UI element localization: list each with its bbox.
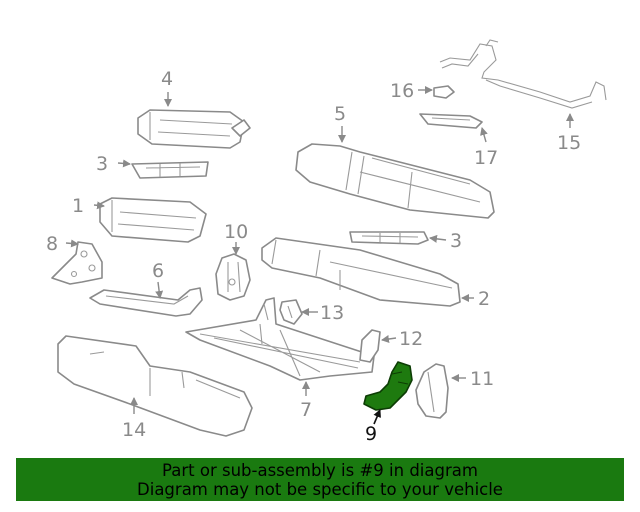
callout-13: 13 [320, 302, 344, 324]
callout-4: 4 [161, 68, 173, 90]
callout-labels: 4 3 1 8 6 10 5 3 2 13 12 7 11 14 15 16 1… [46, 68, 581, 445]
callout-9: 9 [365, 423, 377, 445]
part-7-seat-frame [185, 297, 375, 381]
part-10-hinge-bracket [215, 253, 251, 301]
part-3-clip-upper [131, 161, 209, 179]
part-17-bracket [419, 113, 483, 129]
part-5-seatback [295, 143, 495, 219]
banner-line-2: Diagram may not be specific to your vehi… [137, 480, 503, 499]
part-4-seatback-pad [137, 109, 251, 149]
callout-14: 14 [122, 419, 146, 441]
part-9-highlighted-bracket [363, 361, 413, 411]
part-6-frame-wire [89, 287, 203, 317]
callout-10: 10 [224, 221, 248, 243]
part-13-clip [279, 299, 303, 325]
part-12-side-cover [359, 329, 381, 363]
part-8-bracket [51, 241, 103, 285]
part-11-side-trim [415, 363, 449, 419]
parts-diagram: 4 3 1 8 6 10 5 3 2 13 12 7 11 14 15 16 1… [46, 39, 607, 445]
banner-line-1: Part or sub-assembly is #9 in diagram [162, 461, 478, 480]
callout-1: 1 [72, 195, 84, 217]
callout-17: 17 [474, 147, 498, 169]
callout-2: 2 [478, 288, 490, 310]
part-1-cushion-pad [99, 197, 207, 243]
part-14-lower-panel [57, 335, 253, 437]
callout-6: 6 [152, 260, 164, 282]
callout-16: 16 [390, 80, 414, 102]
part-2-seat-cushion [261, 237, 461, 307]
callout-11: 11 [470, 368, 494, 390]
callout-3-upper: 3 [96, 153, 108, 175]
part-15-wire-harness [439, 39, 607, 109]
part-16-connector [433, 85, 455, 99]
callout-15: 15 [557, 132, 581, 154]
callout-12: 12 [399, 328, 423, 350]
part-3-clip-lower [349, 231, 429, 245]
callout-8: 8 [46, 233, 58, 255]
callout-3-lower: 3 [450, 230, 462, 252]
callout-7: 7 [300, 399, 312, 421]
leader-lines [65, 86, 574, 425]
info-banner: Part or sub-assembly is #9 in diagram Di… [16, 458, 624, 501]
callout-5: 5 [334, 103, 346, 125]
